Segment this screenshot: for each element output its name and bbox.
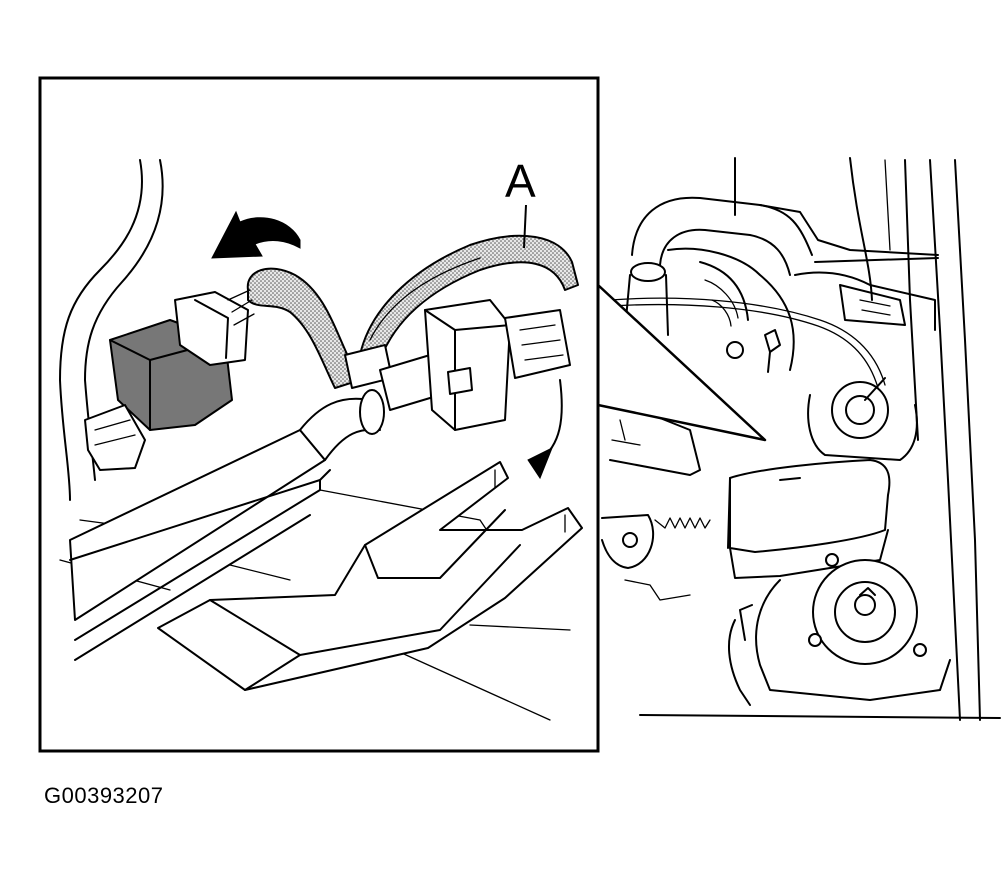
callout-label-a: A: [505, 155, 536, 207]
figure-id: G00393207: [44, 783, 164, 808]
zoom-pointer: [596, 283, 767, 442]
rotate-left-arrow: [211, 210, 301, 259]
detail-inset-drawing: A: [59, 155, 583, 721]
callout-leader-a: [523, 204, 527, 249]
left-connector: [84, 289, 255, 471]
rotate-down-arrowhead: [527, 446, 553, 480]
engine-bay-overview: [601, 157, 1001, 721]
center-connector: [344, 299, 571, 431]
